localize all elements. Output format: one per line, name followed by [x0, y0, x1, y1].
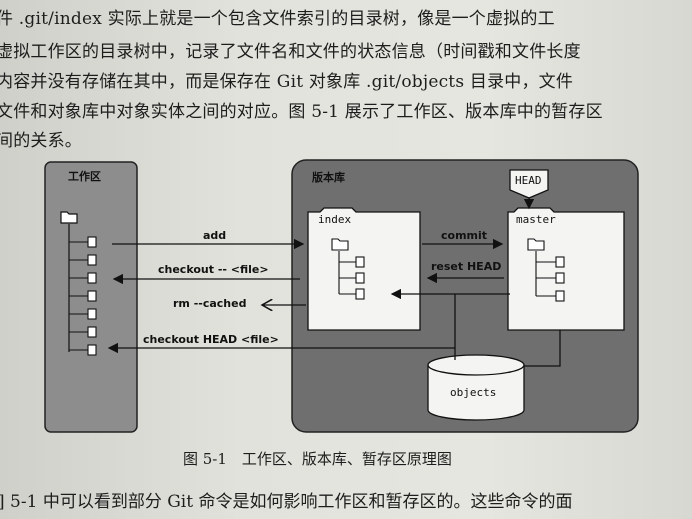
repository-label: 版本库	[312, 170, 345, 184]
head-label: HEAD	[515, 174, 542, 187]
index-box	[307, 207, 421, 331]
objects-database	[427, 354, 525, 421]
index-label: index	[318, 213, 351, 226]
workspace-file-icons	[69, 236, 97, 356]
commit-label: commit	[441, 229, 487, 242]
head-tag	[509, 169, 549, 199]
master-file-icons	[536, 256, 565, 302]
add-label: add	[203, 229, 226, 242]
master-label: master	[516, 213, 556, 226]
checkout-head-label: checkout HEAD <file>	[143, 333, 279, 346]
figure-caption: 图 5-1 工作区、版本库、暂存区原理图	[183, 450, 452, 468]
master-folder-icon	[527, 238, 545, 251]
objects-label: objects	[450, 386, 496, 399]
checkout-file-label: checkout -- <file>	[158, 263, 269, 276]
text-line-2: 虚拟工作区的目录树中，记录了文件名和文件的状态信息（时间戳和文件长度	[0, 42, 581, 62]
text-line-4: 文件和对象库中对象实体之间的对应。图 5-1 展示了工作区、版本库中的暂存区	[0, 102, 603, 122]
text-line-3: 内容并没有存储在其中，而是保存在 Git 对象库 .git/objects 目录…	[0, 72, 574, 92]
bottom-text-line: ] 5-1 中可以看到部分 Git 命令是如何影响工作区和暂存区的。这些命令的面	[0, 492, 573, 512]
index-file-icons	[339, 256, 365, 300]
workspace-label: 工作区	[68, 169, 101, 183]
reset-head-label: reset HEAD	[431, 260, 501, 273]
workspace-folder-icon	[60, 211, 78, 224]
rm-cached-label: rm --cached	[173, 297, 246, 310]
index-folder-icon	[331, 238, 349, 251]
text-line-5: 间的关系。	[0, 131, 82, 151]
text-line-1: 件 .git/index 实际上就是一个包含文件索引的目录树，像是一个虚拟的工	[0, 9, 555, 29]
master-box	[507, 207, 625, 331]
